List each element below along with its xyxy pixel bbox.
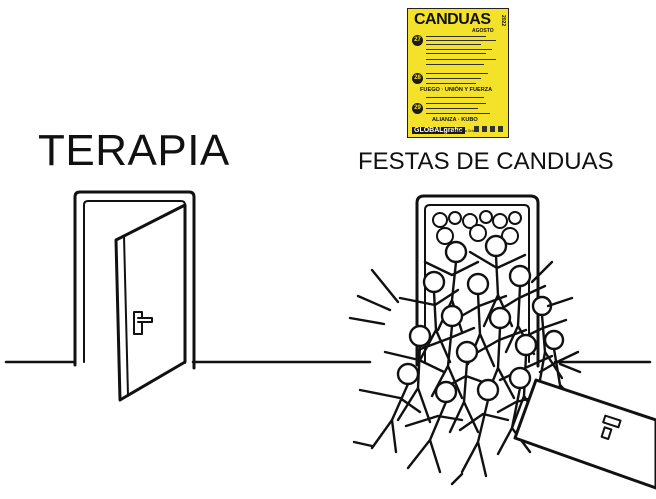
door-handle-icon xyxy=(600,414,622,440)
figure xyxy=(456,272,508,368)
poster-band-2: ALIANZA · KUBO xyxy=(432,117,478,123)
figure xyxy=(476,306,528,400)
caption-festas: FESTAS DE CANDUAS xyxy=(358,148,614,175)
poster-title: CANDUAS xyxy=(414,11,491,28)
figure xyxy=(496,366,542,456)
door-handle-icon xyxy=(133,311,153,335)
right-door-frame-inner xyxy=(424,204,530,363)
crowd-figures xyxy=(348,234,582,486)
figure xyxy=(468,234,527,328)
figure xyxy=(438,340,496,434)
left-door-frame-inner xyxy=(83,200,186,364)
caption-therapy: TERAPIA xyxy=(38,126,230,175)
figure xyxy=(358,362,422,454)
poster-month: AGOSTO xyxy=(472,28,494,34)
poster-footer-logo: GLOBALgrafic xyxy=(412,127,465,134)
left-door-panel-edge xyxy=(115,235,129,401)
crowd-background xyxy=(432,210,522,245)
sponsor-logos-icon xyxy=(474,126,504,132)
figure xyxy=(423,240,480,334)
festival-poster: CANDUAS AGOSTO 2022 27 28 FUEGO · UNIÓN … xyxy=(407,8,509,138)
left-door-frame xyxy=(73,190,196,370)
poster-date-3: 29 xyxy=(412,103,423,114)
right-door-frame xyxy=(415,194,540,368)
figure xyxy=(458,378,510,478)
figure xyxy=(494,264,547,356)
right-door-panel-fallen xyxy=(513,378,656,490)
poster-date-1: 27 xyxy=(412,35,423,46)
figure xyxy=(520,295,568,382)
poster-band-1: FUEGO · UNIÓN Y FUERZA xyxy=(420,87,493,93)
poster-footer-tagline: Imprenta Gráfica xyxy=(453,129,480,133)
figure xyxy=(404,380,464,474)
figure xyxy=(398,270,460,364)
figure xyxy=(383,324,446,424)
poster-year: 2022 xyxy=(500,15,506,27)
figure xyxy=(538,329,580,414)
poster-date-2: 28 xyxy=(412,73,423,84)
figure xyxy=(416,304,476,400)
